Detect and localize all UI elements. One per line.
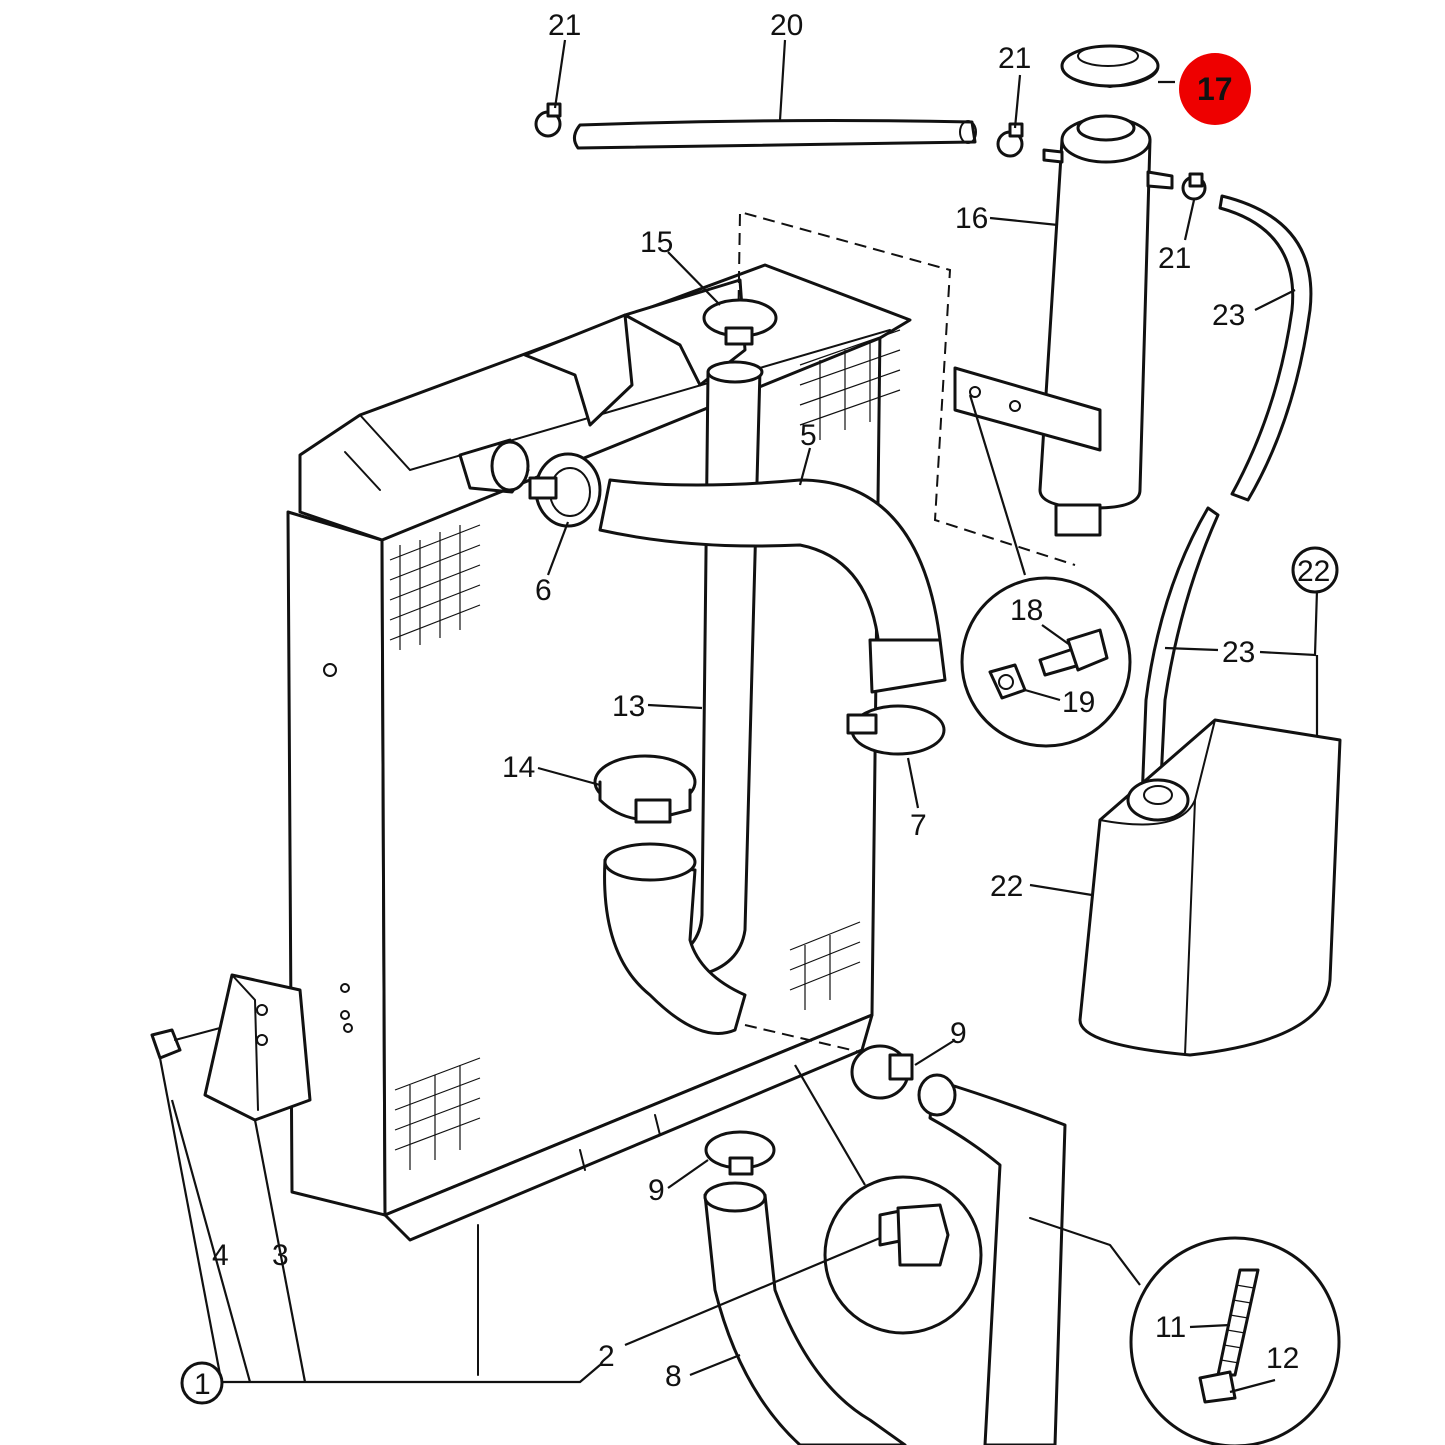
hose-clamp-7 [846,704,946,756]
callout-14: 14 [502,751,535,784]
detail-circle-bolt-nut [960,394,1132,748]
leader-lines [158,39,1319,1394]
callout-8: 8 [665,1360,682,1393]
callout-7: 7 [910,809,927,842]
callout-12: 12 [1266,1342,1299,1375]
detail-circle-stud-nut [1109,1236,1341,1445]
callout-13: 13 [612,690,645,723]
lower-radiator-hose [603,842,747,1035]
callout-circle-22 [1291,546,1339,594]
hose-20 [573,119,977,150]
callout-23-upper: 23 [1212,299,1245,332]
hose-8 [703,1181,907,1445]
hose-clamp-6 [528,452,602,528]
hose-clamp-14 [593,754,697,824]
callout-11: 11 [1155,1311,1186,1344]
hose-23 [1140,194,1313,802]
callout-20: 20 [770,9,803,42]
callout-4: 4 [212,1239,229,1272]
hose-clip-21-mid [996,122,1024,158]
callout-19: 19 [1062,686,1095,719]
hose-clamp-15 [702,298,778,346]
callout-9-right: 9 [950,1017,967,1050]
assembly-dash-line-lower [744,1024,861,1053]
callout-15: 15 [640,226,673,259]
callout-circle-1 [180,1361,224,1405]
callout-23-lower: 23 [1222,636,1255,669]
callout-5: 5 [800,419,817,452]
hose-clip-21-right [1181,172,1207,201]
callout-16: 16 [955,202,988,235]
callout-21-right: 21 [1158,242,1191,275]
callout-labels: 21 20 21 17 16 21 23 15 5 6 22 18 23 19 … [194,9,1330,1401]
tank-mounting-bracket [953,366,1102,452]
callout-9-lower: 9 [648,1174,665,1207]
hose-clamp-9-right [850,1044,914,1100]
callout-21-left: 21 [548,9,581,42]
lower-return-hose [917,1073,1111,1445]
callout-22-side: 22 [990,870,1023,903]
detail-circle-drain-plug [794,1064,983,1335]
callout-17: 17 [1197,71,1233,107]
hose-clip-21-left [534,102,562,138]
coolant-reservoir [1078,718,1342,1057]
callout-18: 18 [1010,594,1043,627]
callout-6: 6 [535,574,552,607]
bracket-bolt [150,1027,221,1060]
expansion-tank [1038,114,1174,537]
core-hatching [389,329,901,1170]
mounting-bracket [203,973,312,1122]
radiator [286,263,912,1376]
callout-2: 2 [598,1340,615,1373]
pressure-cap [1060,44,1160,89]
hose-5 [598,478,947,694]
callout-1: 1 [194,1368,211,1401]
callout-21-mid: 21 [998,42,1031,75]
hose-clamp-9-lower [704,1130,776,1176]
assembly-dash-line [737,210,1076,566]
highlight-badge [1179,53,1251,125]
callout-3: 3 [272,1239,289,1272]
callout-22-top: 22 [1297,555,1330,588]
